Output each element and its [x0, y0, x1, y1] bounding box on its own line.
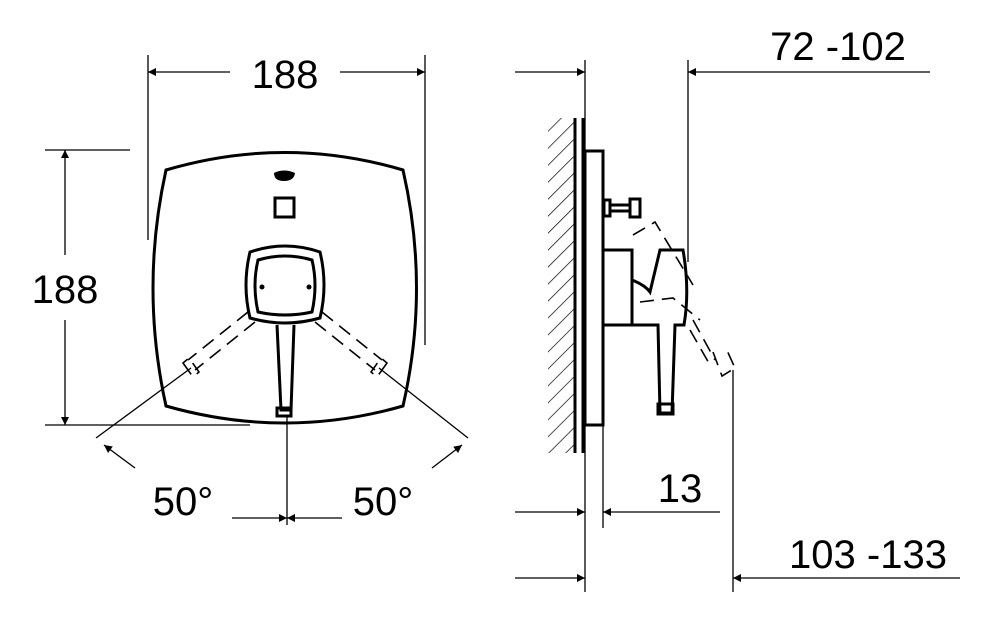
- width-dimension: 188: [252, 53, 319, 97]
- cover-plate-side: [583, 149, 605, 427]
- wall-hatching: [548, 118, 575, 453]
- diverter-button: [273, 196, 296, 219]
- lever-head-side: [630, 248, 689, 415]
- diverter-knob: [602, 198, 612, 218]
- valve-body: [601, 248, 634, 327]
- depth-range-dimension: 103 -133: [789, 533, 947, 577]
- side-view: 72 -102 13 103 -133: [515, 25, 960, 592]
- rosette-inner: [253, 254, 317, 317]
- front-view: 188 188 50° 50°: [32, 53, 469, 525]
- plate-offset-dimension: 13: [658, 467, 703, 511]
- lever-rotated-side: [632, 220, 716, 366]
- logo-mark: [274, 170, 295, 181]
- lever-rotated-right: [314, 311, 383, 371]
- lever-rotated-left: [187, 311, 256, 371]
- projection-range-dimension: 72 -102: [770, 25, 906, 69]
- cover-plate-outline: [151, 151, 418, 425]
- angle-left-dimension: 50°: [153, 480, 214, 524]
- rosette-outer: [244, 244, 326, 325]
- lever-handle: [275, 324, 296, 412]
- angle-right-dimension: 50°: [353, 480, 414, 524]
- height-dimension: 188: [32, 268, 99, 312]
